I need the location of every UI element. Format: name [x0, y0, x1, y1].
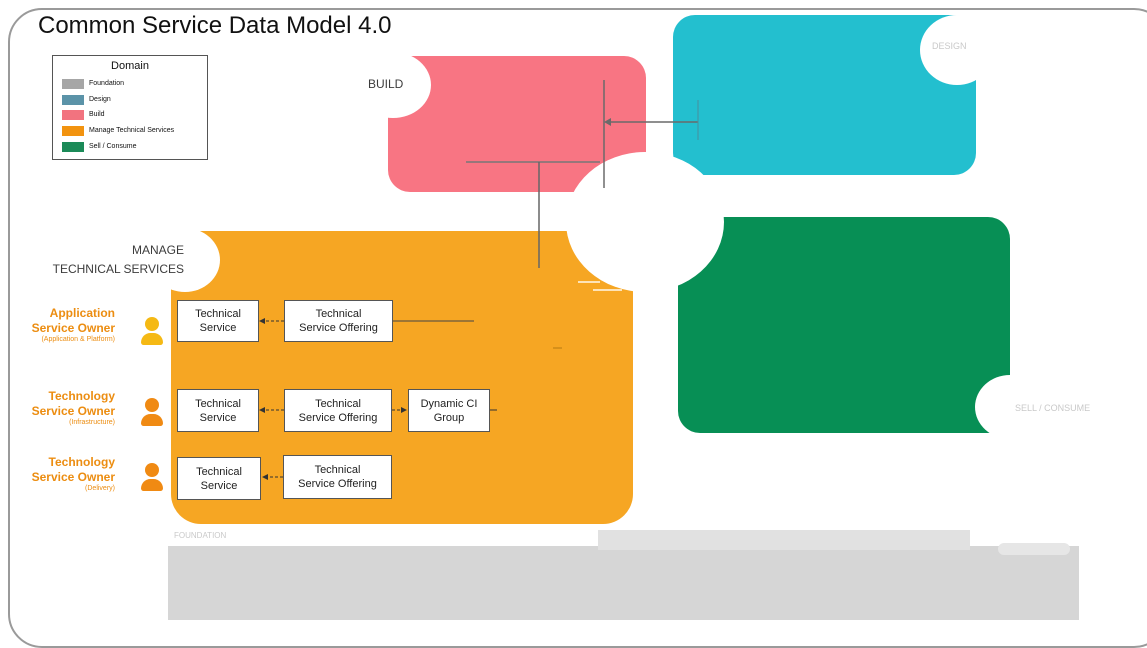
owner-title: Technology Service Owner — [10, 389, 115, 419]
connector-arrowhead — [604, 118, 611, 126]
legend: Domain Foundation Design Build Manage Te… — [52, 55, 208, 160]
owner-title: Application Service Owner — [10, 306, 115, 336]
legend-swatch — [62, 125, 84, 136]
legend-label: Build — [89, 111, 105, 118]
owner-title-line2: Service Owner — [31, 404, 115, 418]
legend-swatch — [62, 94, 84, 105]
owner-title-line1: Application — [49, 306, 115, 320]
legend-swatch — [62, 141, 84, 152]
manage-label: MANAGE TECHNICAL SERVICES — [50, 241, 184, 279]
design-label: DESIGN — [932, 41, 967, 51]
owner-technology-delivery: Technology Service Owner (Delivery) — [10, 455, 115, 492]
arrowhead — [259, 318, 265, 324]
arrowhead — [401, 407, 407, 413]
legend-label: Manage Technical Services — [89, 127, 175, 134]
foundation-domain — [168, 546, 1079, 620]
design-corner-circle — [920, 15, 994, 85]
connector-lines — [259, 80, 699, 480]
legend-swatch — [62, 78, 84, 89]
arrowhead — [259, 407, 265, 413]
build-label: BUILD — [368, 77, 404, 91]
foundation-label: FOUNDATION — [174, 531, 227, 540]
legend-label: Design — [89, 96, 111, 103]
owner-subtitle: (Delivery) — [85, 485, 115, 492]
owner-title-line1: Technology — [48, 389, 115, 403]
manage-label-line2: TECHNICAL SERVICES — [52, 262, 184, 276]
owner-subtitle: (Application & Platform) — [41, 336, 115, 343]
legend-item-sell: Sell / Consume — [62, 141, 136, 152]
owner-title-line1: Technology — [48, 455, 115, 469]
legend-label: Sell / Consume — [89, 143, 137, 150]
center-hub-circle — [566, 152, 724, 292]
legend-item-build: Build — [62, 109, 105, 120]
legend-item-design: Design — [62, 94, 111, 105]
foundation-top-block — [598, 530, 970, 550]
sell-consume-domain — [678, 217, 1010, 433]
owner-application: Application Service Owner (Application &… — [10, 306, 115, 343]
person-icon — [141, 317, 163, 345]
legend-item-manage: Manage Technical Services — [62, 125, 174, 136]
legend-label: Foundation — [89, 80, 125, 87]
owner-title: Technology Service Owner — [10, 455, 115, 485]
page-title: Common Service Data Model 4.0 — [38, 12, 392, 39]
owner-subtitle: (Infrastructure) — [69, 419, 115, 426]
arrowhead — [262, 474, 268, 480]
person-icon — [141, 398, 163, 426]
sell-consume-label: SELL / CONSUME — [1015, 403, 1091, 413]
build-corner-circle — [355, 52, 431, 118]
legend-item-foundation: Foundation — [62, 78, 124, 89]
person-icon — [141, 463, 163, 491]
manage-label-line1: MANAGE — [131, 243, 184, 257]
owner-title-line2: Service Owner — [31, 321, 115, 335]
sell-corner-circle — [975, 375, 1045, 439]
manage-corner-circle — [150, 228, 220, 292]
owner-technology-infrastructure: Technology Service Owner (Infrastructure… — [10, 389, 115, 426]
legend-title: Domain — [111, 60, 149, 72]
foundation-small-block — [998, 543, 1070, 555]
owner-title-line2: Service Owner — [31, 470, 115, 484]
legend-swatch — [62, 109, 84, 120]
